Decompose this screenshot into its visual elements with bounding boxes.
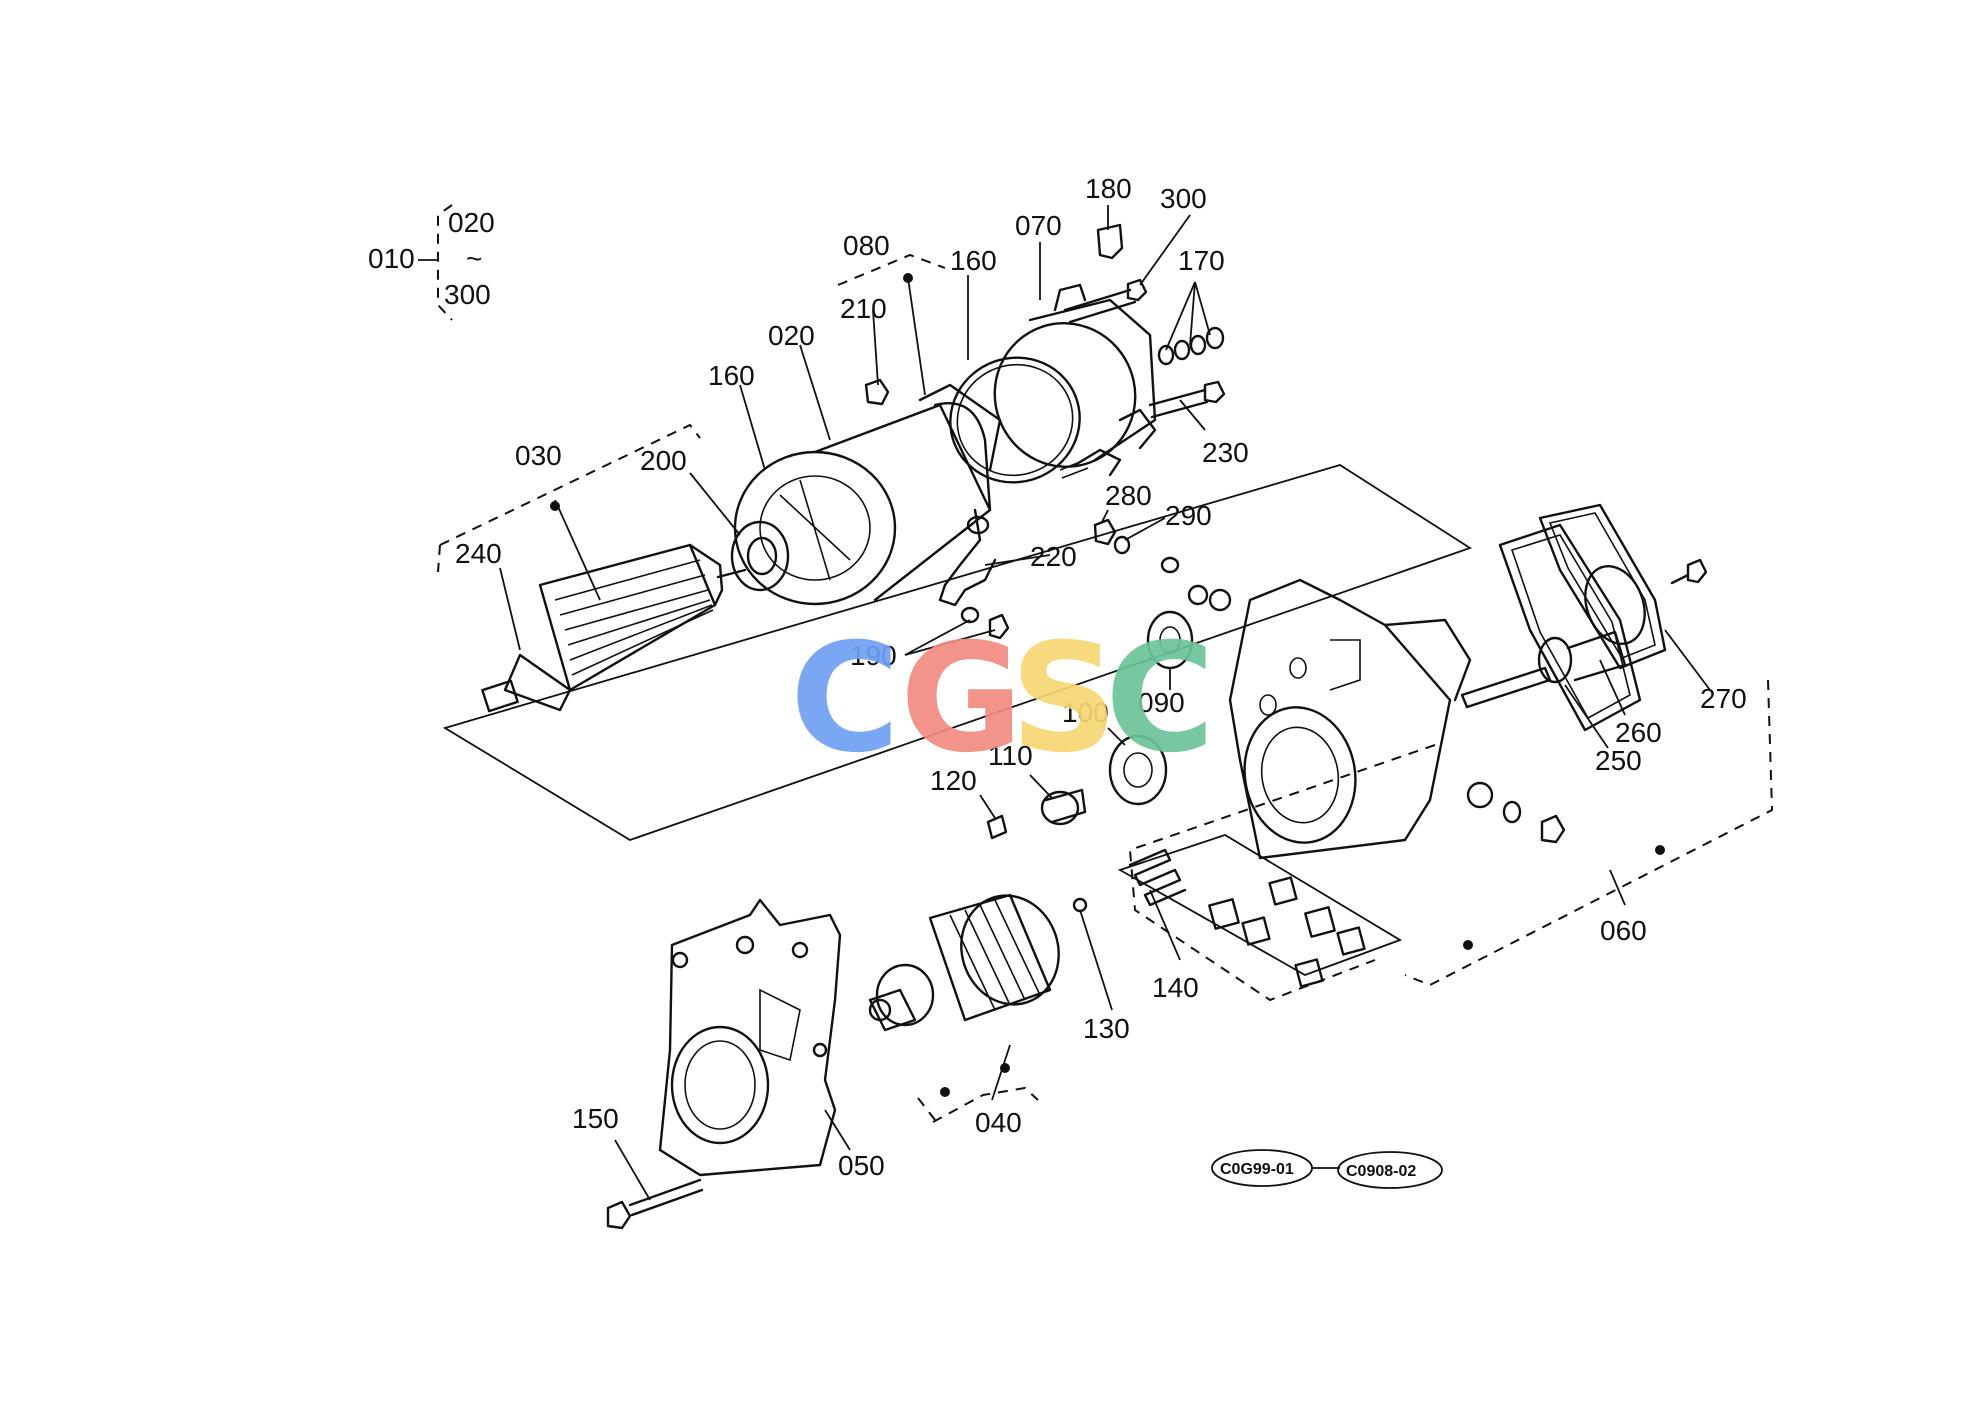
magnetic-switch-housing [1228, 578, 1472, 860]
switch-cover [1498, 503, 1667, 732]
bolt-150 [606, 1178, 704, 1230]
label-270: 270 [1700, 683, 1747, 714]
nut-washer-280-290 [1093, 518, 1232, 612]
group-outlines [437, 253, 1774, 1123]
brush-lead [938, 508, 997, 607]
label-030: 030 [515, 440, 562, 471]
terminal-190 [960, 606, 1010, 640]
reference-code-1: C0G99-01 [1220, 1161, 1294, 1178]
group-outline-030 [439, 423, 701, 546]
label-300: 300 [1160, 183, 1207, 214]
label-150: 150 [572, 1103, 619, 1134]
watermark-letter-2: G [900, 612, 1023, 786]
gasket-rings [949, 356, 1081, 484]
label-260: 260 [1615, 717, 1662, 748]
label-070: 070 [1015, 210, 1062, 241]
label-240: 240 [455, 538, 502, 569]
screw-270 [1670, 558, 1708, 585]
label-050: 050 [838, 1150, 885, 1181]
plunger [1460, 630, 1627, 709]
watermark-letter-1: C [790, 612, 900, 786]
label-100: 100 [1062, 697, 1109, 728]
label-230: 230 [1202, 437, 1249, 468]
anchor-dots [550, 273, 1665, 1097]
armature [481, 543, 747, 713]
label-190: 190 [850, 640, 897, 671]
label-290: 290 [1165, 500, 1212, 531]
watermark-letter-4: C [1105, 612, 1215, 786]
label-080: 080 [843, 230, 890, 261]
label-060: 060 [1600, 915, 1647, 946]
assembly-bracket: 010 020 ~ 300 [368, 204, 495, 321]
assembly-range-tilde: ~ [466, 243, 482, 274]
label-180: 180 [1085, 173, 1132, 204]
reference-codes: C0G99-01 C0908-02 [1211, 1149, 1443, 1189]
washers-170 [1157, 326, 1225, 366]
front-housing [658, 898, 842, 1177]
label-200: 200 [640, 445, 687, 476]
group-outline-armature-yoke [442, 464, 1473, 841]
label-130: 130 [1083, 1013, 1130, 1044]
leader-lines [499, 205, 1711, 1201]
watermark: C G S C [790, 612, 1215, 786]
label-280: 280 [1105, 480, 1152, 511]
label-210: 210 [840, 293, 887, 324]
collar-and-pin [986, 788, 1087, 840]
label-040: 040 [975, 1107, 1022, 1138]
nut-210 [864, 378, 890, 406]
label-090: 090 [1138, 687, 1185, 718]
label-020: 020 [768, 320, 815, 351]
watermark-letter-3: S [1010, 612, 1118, 786]
screw-180 [1096, 223, 1124, 260]
yoke [733, 383, 1002, 606]
label-160-left: 160 [708, 360, 755, 391]
assembly-range-to: 300 [444, 279, 491, 310]
group-outline-040 [932, 1086, 1039, 1123]
end-cover [993, 283, 1157, 477]
spring-and-ball [1072, 848, 1187, 913]
contacts-plate-outline [1117, 834, 1403, 976]
part-labels: 020 030 040 050 060 070 080 090 100 110 … [455, 173, 1747, 1181]
label-160-right: 160 [950, 245, 997, 276]
through-bolts [1059, 278, 1226, 479]
terminal-nuts [1466, 781, 1566, 844]
assembly-range-from: 020 [448, 207, 495, 238]
assembly-main-label: 010 [368, 243, 415, 274]
label-120: 120 [930, 765, 977, 796]
group-outline-060 [1404, 679, 1774, 987]
label-220: 220 [1030, 541, 1077, 572]
label-110: 110 [988, 740, 1033, 771]
overrunning-clutch [868, 893, 1060, 1032]
label-140: 140 [1152, 972, 1199, 1003]
reference-code-2: C0908-02 [1346, 1163, 1416, 1180]
label-250: 250 [1595, 745, 1642, 776]
label-170: 170 [1178, 245, 1225, 276]
group-outline-080 [837, 253, 946, 286]
contact-plates [1208, 876, 1366, 988]
